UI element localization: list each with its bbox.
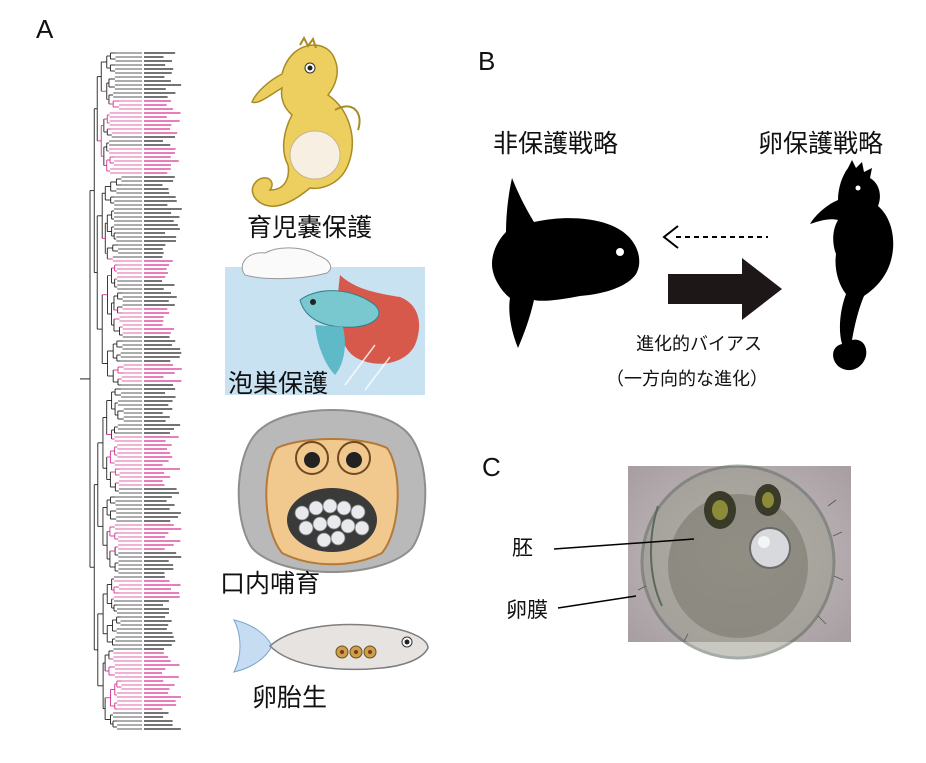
label-bubble-nest-care: 泡巣保護 <box>228 369 329 398</box>
membrane-pointer-line <box>557 595 637 609</box>
panel-letter-a: A <box>36 14 54 44</box>
sunfish-silhouette-icon <box>492 178 640 348</box>
reverse-dashed-arrow <box>662 225 768 249</box>
mouthbrooding-fish-illustration <box>237 409 427 573</box>
phylogenetic-tree <box>80 52 182 730</box>
betta-bubble-nest-illustration <box>225 247 425 395</box>
panel-letter-b: B <box>478 46 496 76</box>
label-egg-membrane: 卵膜 <box>506 598 548 622</box>
embryo-pointer-line <box>553 538 695 550</box>
label-evolutionary-bias: 進化的バイアス <box>636 334 762 355</box>
seahorse-silhouette-icon <box>810 160 894 371</box>
label-pouch-care: 育児嚢保護 <box>247 213 373 242</box>
seahorse-illustration <box>251 35 361 207</box>
embryo-micrograph <box>628 464 851 660</box>
label-embryo: 胚 <box>512 536 533 560</box>
panel-letter-c: C <box>482 452 501 482</box>
label-egg-protection-strategy: 卵保護戦略 <box>758 129 884 158</box>
label-unidirectional-evolution: （一方向的な進化） <box>606 369 768 390</box>
evolutionary-bias-arrow <box>668 258 782 320</box>
label-mouthbrooding: 口内哺育 <box>220 569 321 598</box>
label-nonprotective-strategy: 非保護戦略 <box>493 129 619 158</box>
livebearer-fish-illustration <box>233 619 429 673</box>
label-viviparity: 卵胎生 <box>252 683 328 712</box>
